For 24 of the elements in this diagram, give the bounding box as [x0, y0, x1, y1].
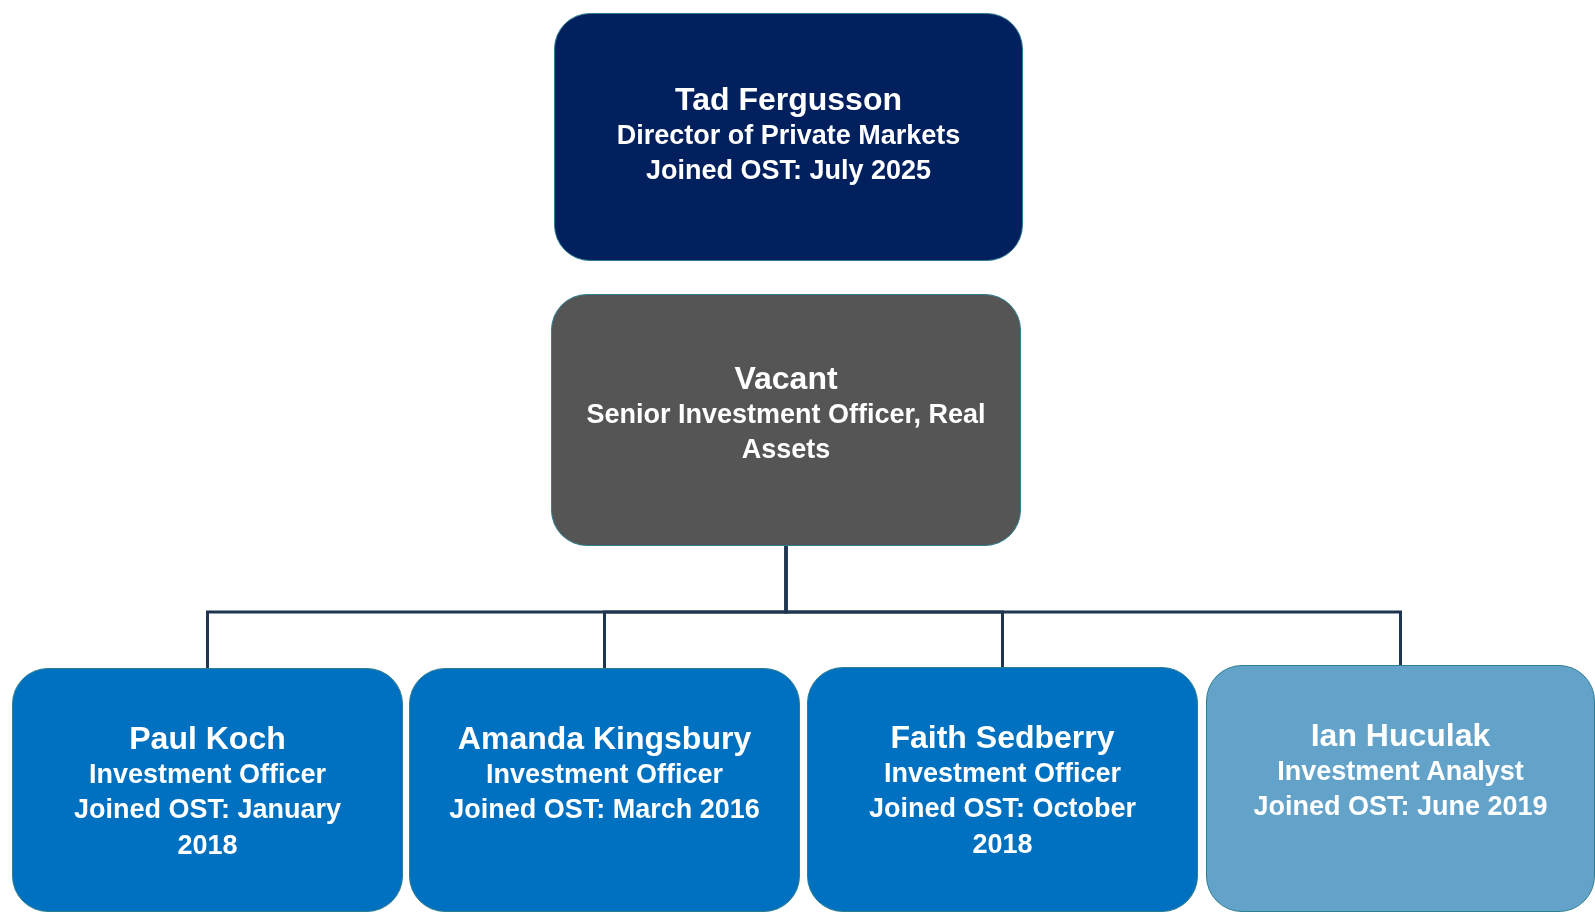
- role-text: Joined OST: June 2019: [1253, 790, 1548, 824]
- connector-line: [784, 546, 1402, 665]
- person-name: Tad Fergusson: [675, 80, 902, 119]
- org-chart-box: [551, 294, 1021, 546]
- role-text: Joined OST: October 2018: [867, 792, 1137, 861]
- role-text: Investment Officer: [88, 758, 327, 792]
- person-name: Vacant: [734, 359, 838, 398]
- org-chart-box: [1206, 665, 1595, 912]
- role-text: Joined OST: July 2025: [645, 154, 932, 188]
- role-text: Joined OST: January 2018: [72, 793, 343, 862]
- person-name: Paul Koch: [129, 719, 286, 758]
- role-text: Investment Officer: [485, 758, 724, 792]
- role-text: Senior Investment Officer, Real Assets: [585, 398, 987, 467]
- role-text: Joined OST: March 2016: [449, 793, 760, 827]
- role-text: Investment Analyst: [1277, 755, 1524, 789]
- person-name: Amanda Kingsbury: [457, 719, 752, 758]
- org-chart-box: [807, 667, 1198, 912]
- role-text: Investment Officer: [883, 757, 1122, 791]
- role-text: Director of Private Markets: [616, 119, 961, 153]
- org-chart-box: [409, 668, 800, 912]
- person-name: Faith Sedberry: [890, 718, 1115, 757]
- person-name: Ian Huculak: [1310, 716, 1491, 755]
- org-chart-box: [554, 13, 1023, 261]
- org-chart-box: [12, 668, 403, 912]
